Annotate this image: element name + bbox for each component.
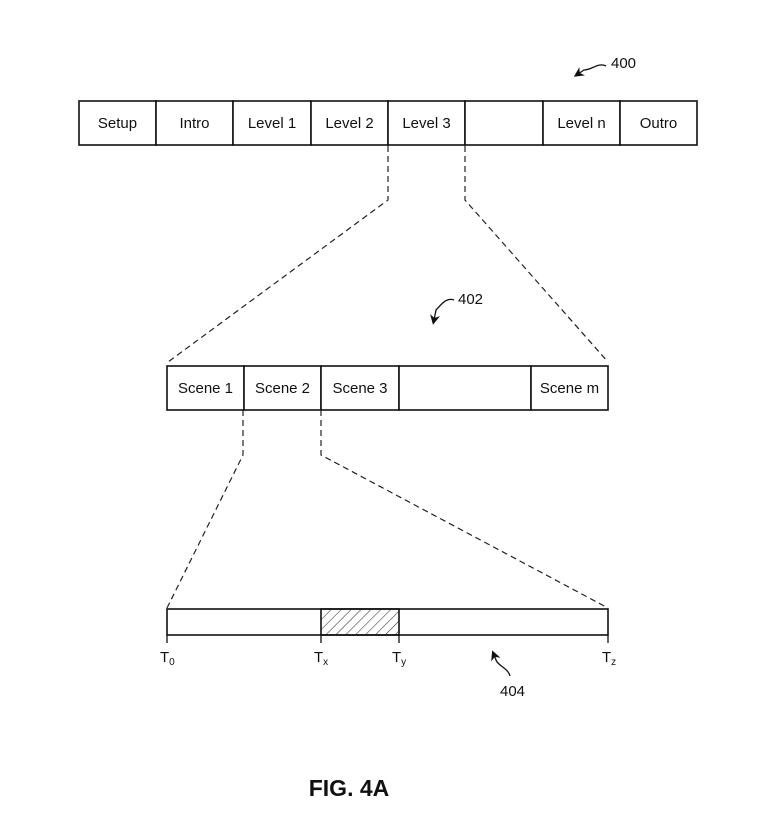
reference-label-400: 400 xyxy=(611,55,636,72)
scene-segment xyxy=(398,365,532,411)
expansion-connector-left xyxy=(166,410,244,609)
level-segment-box xyxy=(232,100,312,146)
level-segment: Level 2 xyxy=(310,100,389,146)
scene-segment-box xyxy=(243,365,322,411)
arrow-icon xyxy=(491,650,511,677)
scene-segment-box xyxy=(530,365,609,411)
scene-segment-label: Scene 1 xyxy=(178,380,233,397)
level-segment-label: Outro xyxy=(640,115,678,132)
expansion-connector-right xyxy=(464,146,609,363)
scene-segment-label: Scene 2 xyxy=(255,380,310,397)
timeline-400: Setup Intro Level 1 Level 2 Level 3 Level n Ou… xyxy=(78,100,698,146)
scene-segment: Scene 3 xyxy=(320,365,400,411)
marker-ty: Ty xyxy=(392,649,406,668)
level-segment: Level n xyxy=(542,100,621,146)
level-segment: Level 3 xyxy=(387,100,466,146)
scene-segment: Scene m xyxy=(530,365,609,411)
marker-tx: Tx xyxy=(314,649,328,668)
level-segment: Setup xyxy=(78,100,157,146)
level-segment-label: Level 3 xyxy=(402,115,450,132)
level-segment-label: Setup xyxy=(98,115,137,132)
level-segment-label: Level 2 xyxy=(325,115,373,132)
expansion-connector-left xyxy=(167,146,389,363)
scene-segment-label: Scene m xyxy=(540,380,599,397)
arrow-icon xyxy=(430,298,455,325)
scene-segment-box xyxy=(398,365,532,411)
scene-segment: Scene 1 xyxy=(166,365,245,411)
level-segment-label: Intro xyxy=(179,115,209,132)
level-segment-box xyxy=(542,100,621,146)
expansion-connector-right xyxy=(320,410,609,609)
level-segment-label: Level 1 xyxy=(248,115,296,132)
figure-label: FIG. 4A xyxy=(309,775,390,801)
reference-label-404: 404 xyxy=(500,683,525,700)
level-segment: Intro xyxy=(155,100,234,146)
timeline-404: T0 Tx Ty Tz xyxy=(160,608,616,668)
level-segment-label: Level n xyxy=(557,115,605,132)
level-segment xyxy=(464,100,544,146)
marker-t0: T0 xyxy=(160,649,175,668)
level-segment-box xyxy=(387,100,466,146)
timeline-402: Scene 1 Scene 2 Scene 3 Scene m xyxy=(166,365,609,411)
level-segment-box xyxy=(78,100,157,146)
level-segment-box xyxy=(619,100,698,146)
scene-segment-box xyxy=(166,365,245,411)
reference-label-402: 402 xyxy=(458,291,483,308)
marker-tz: Tz xyxy=(602,649,616,668)
reference-404: 404 xyxy=(491,650,525,700)
scene-segment: Scene 2 xyxy=(243,365,322,411)
level-segment-box xyxy=(464,100,544,146)
scene-segment-box xyxy=(320,365,400,411)
scene-segment-label: Scene 3 xyxy=(332,380,387,397)
level-segment: Outro xyxy=(619,100,698,146)
reference-400: 400 xyxy=(573,55,636,77)
reference-402: 402 xyxy=(430,291,483,325)
level-segment: Level 1 xyxy=(232,100,312,146)
level-segment-box xyxy=(155,100,234,146)
arrow-icon xyxy=(573,64,607,77)
highlighted-interval xyxy=(320,608,400,636)
